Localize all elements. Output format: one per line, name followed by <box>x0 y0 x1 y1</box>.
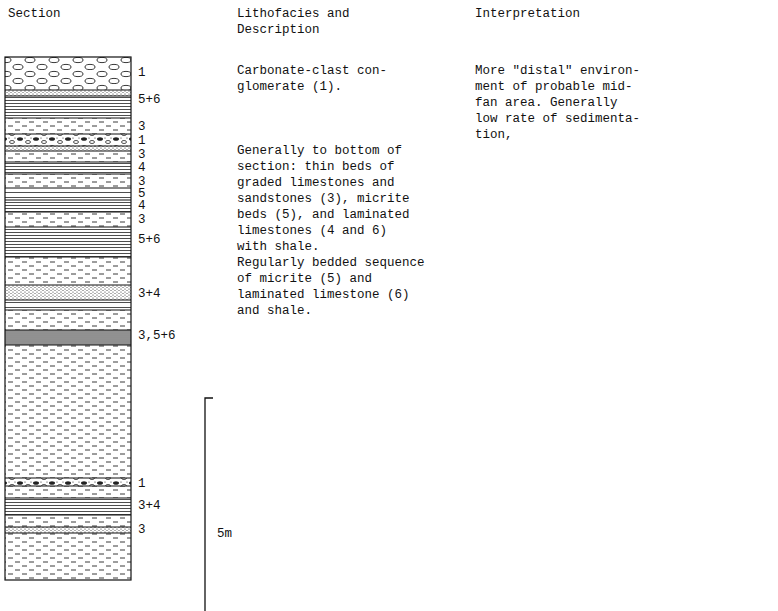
interpretation-text: More "distal" environ- ment of probable … <box>475 63 643 143</box>
facies-number: 3,5+6 <box>138 328 176 344</box>
facies-number: 3 <box>138 119 146 135</box>
facies-description: Regularly bedded sequence of micrite (5)… <box>237 255 428 319</box>
column-heading: Lithofacies and Description <box>237 6 353 38</box>
facies-number: 3 <box>138 212 146 228</box>
facies-number: 1 <box>138 476 146 492</box>
column-heading: Section <box>8 6 61 22</box>
facies-number: 3+4 <box>138 286 161 302</box>
facies-number: 4 <box>138 160 146 176</box>
bed-boundaries <box>5 90 131 533</box>
scale-bar <box>205 398 213 611</box>
column-outline <box>5 57 131 580</box>
facies-number: 1 <box>138 65 146 81</box>
column-heading: Interpretation <box>475 6 580 22</box>
facies-number: 3+4 <box>138 498 161 514</box>
facies-description: Generally to bottom of section: thin bed… <box>237 143 420 255</box>
facies-number: 5+6 <box>138 232 161 248</box>
facies-number: 3 <box>138 522 146 538</box>
facies-number: 5+6 <box>138 92 161 108</box>
facies-number: 3 <box>138 147 146 163</box>
facies-number: 1 <box>138 133 146 149</box>
facies-description: Carbonate-clast con- glomerate (1). <box>237 63 420 95</box>
rock-beds <box>5 57 131 580</box>
facies-number: 4 <box>138 198 146 214</box>
scale-label: 5m <box>217 526 232 542</box>
